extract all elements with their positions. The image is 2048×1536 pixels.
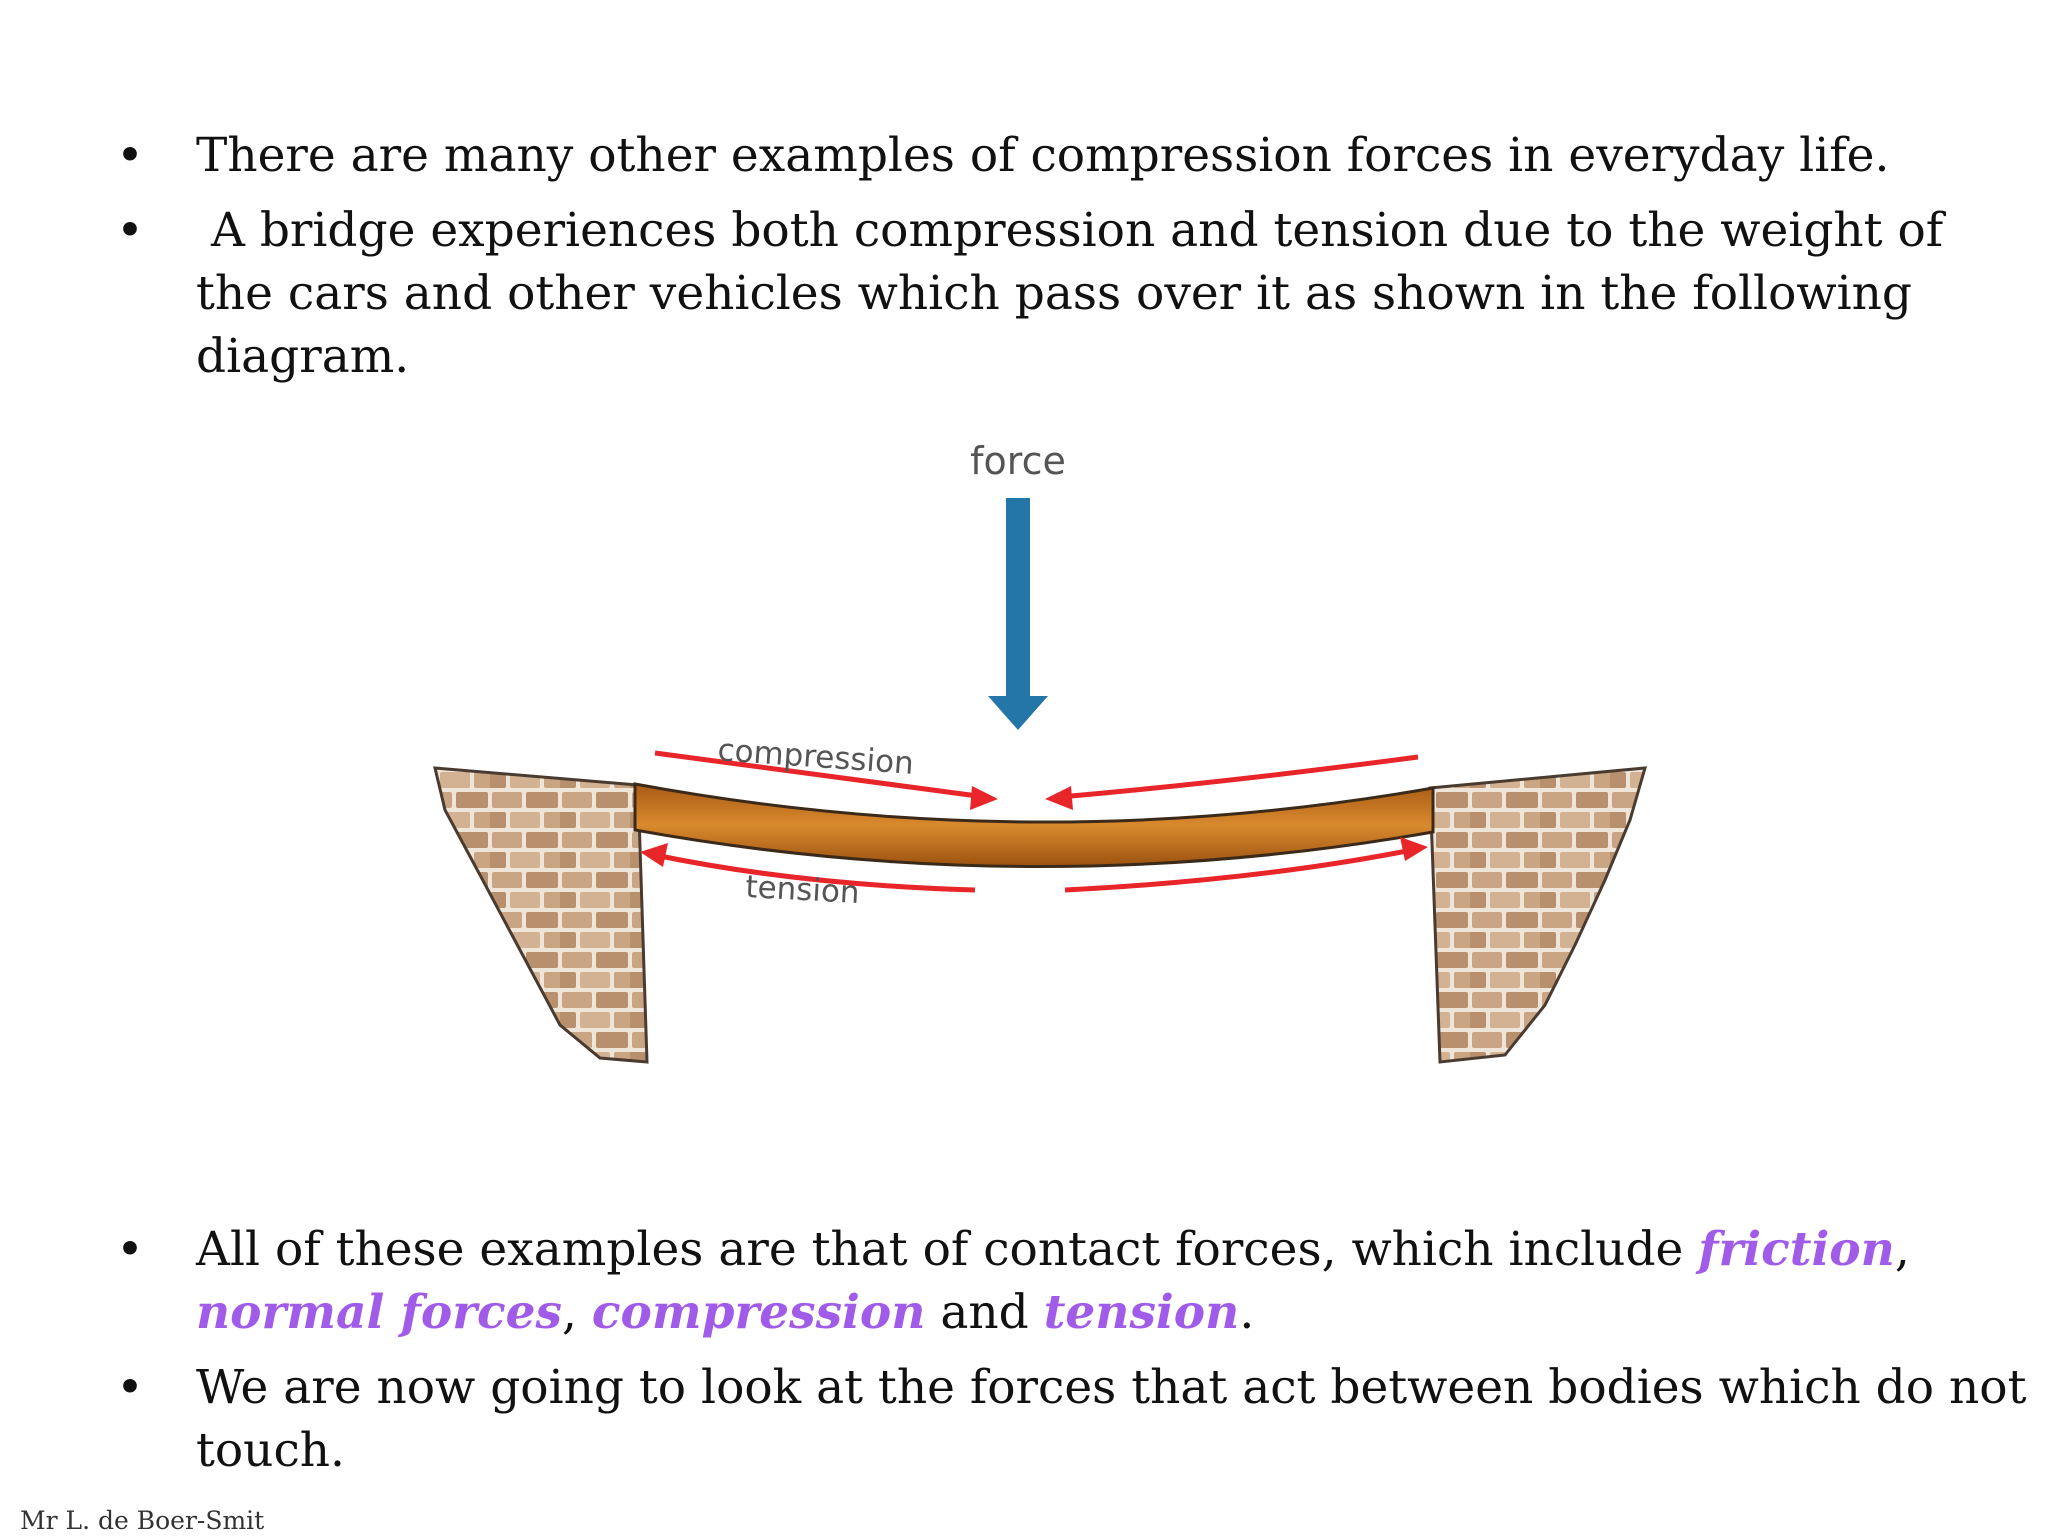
right-pillar	[1428, 766, 1648, 1064]
compression-arrow-right	[1045, 754, 1419, 810]
bottom-bullet-list: • All of these examples are that of cont…	[110, 1218, 2030, 1494]
force-arrow	[988, 498, 1048, 730]
compression-label: compression	[716, 732, 915, 782]
bullet-text: A bridge experiences both compression an…	[196, 203, 1959, 384]
bullet-icon: •	[116, 1222, 144, 1277]
sentence-end: .	[1239, 1285, 1255, 1340]
force-label: force	[970, 439, 1066, 483]
bullet-text: There are many other examples of compres…	[196, 128, 1890, 183]
bullet-text: All of these examples are that of contac…	[196, 1222, 1910, 1340]
keyword-friction: friction	[1698, 1222, 1895, 1277]
contact-forces-intro: All of these examples are that of contac…	[196, 1222, 1699, 1277]
bullet-contact-forces: • All of these examples are that of cont…	[110, 1218, 2030, 1344]
bridge-diagram: force compression tension	[433, 439, 1648, 1064]
tension-arrow-left	[640, 843, 976, 893]
keyword-tension: tension	[1043, 1285, 1240, 1340]
bullet-icon: •	[116, 1360, 144, 1415]
bullet-icon: •	[116, 128, 144, 183]
separator: ,	[562, 1285, 592, 1340]
bullet-text: We are now going to look at the forces t…	[196, 1360, 2027, 1478]
bridge-beam	[633, 782, 1435, 868]
tension-arrow-right	[1064, 837, 1428, 893]
separator: ,	[1894, 1222, 1910, 1277]
bullet-compression-examples: • There are many other examples of compr…	[110, 124, 2030, 187]
top-bullet-list: • There are many other examples of compr…	[110, 124, 2030, 400]
bullet-icon: •	[116, 203, 144, 258]
separator: and	[925, 1285, 1044, 1340]
compression-arrow-left	[654, 750, 998, 810]
bullet-non-contact: • We are now going to look at the forces…	[110, 1356, 2030, 1482]
author-footer: Mr L. de Boer-Smit	[20, 1506, 265, 1535]
keyword-normal-forces: normal forces	[196, 1285, 562, 1340]
keyword-compression: compression	[591, 1285, 926, 1340]
bullet-bridge: • A bridge experiences both compression …	[110, 199, 2030, 388]
tension-label: tension	[745, 869, 861, 911]
left-pillar	[433, 766, 649, 1064]
